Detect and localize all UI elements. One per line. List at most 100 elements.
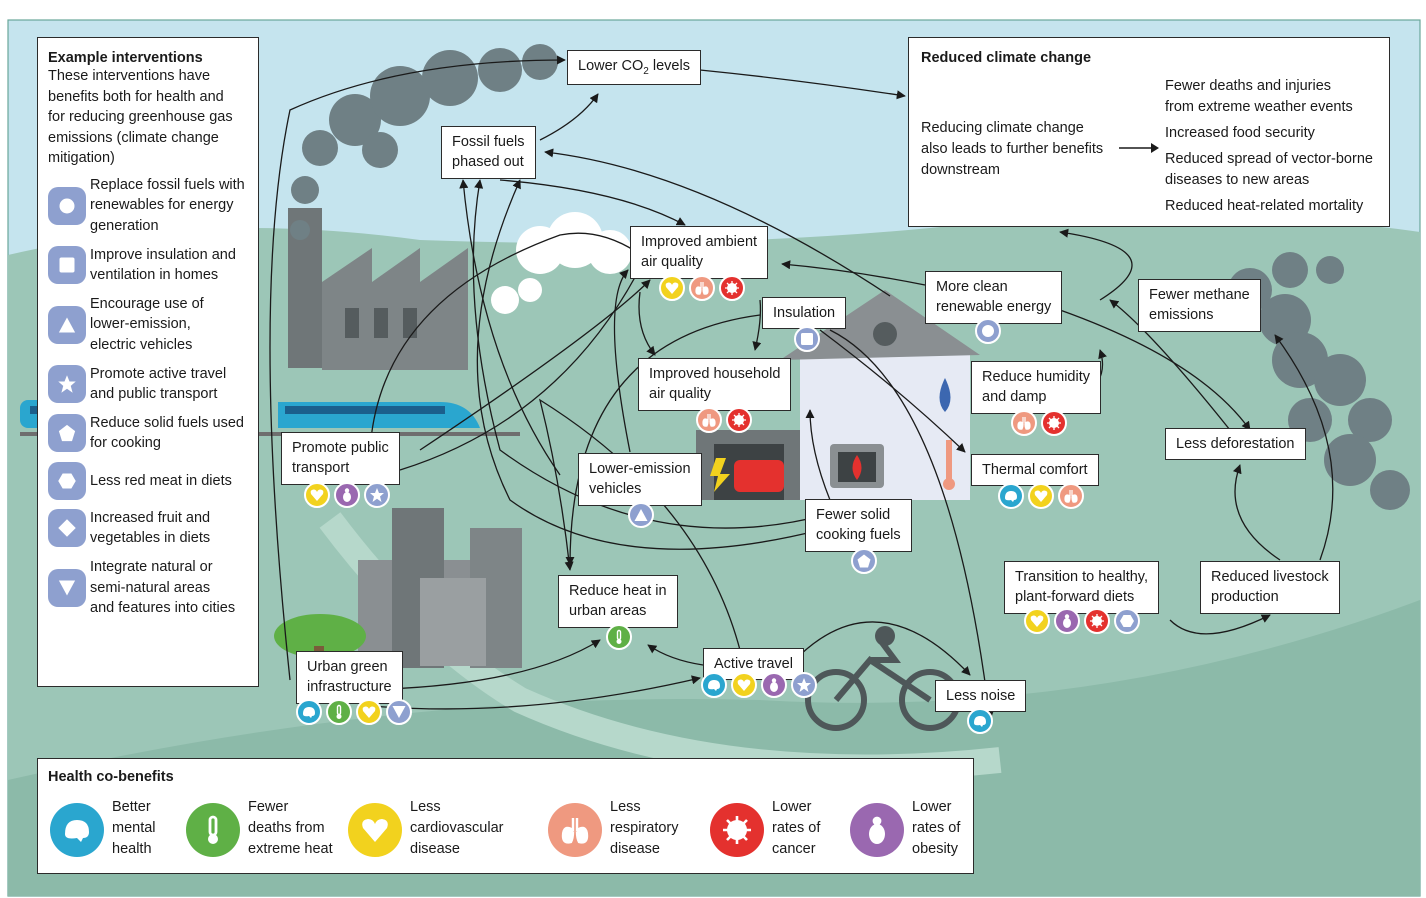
body-icon — [1054, 608, 1080, 634]
node-label-line: Lower-emission — [589, 461, 691, 477]
humidity-benefit-icons — [1011, 410, 1067, 436]
star-icon — [364, 482, 390, 508]
cobenefit-label-line: rates of — [772, 820, 821, 837]
node-label-line: emissions — [1149, 307, 1214, 324]
intervention-label-line: vegetables in diets — [90, 530, 211, 547]
cobenefit-label-line: obesity — [912, 841, 958, 858]
intervention-label-line: electric vehicles — [90, 336, 193, 353]
node-label-line: Fewer methane — [1149, 287, 1250, 303]
heart-icon — [659, 275, 685, 301]
lungs-icon — [696, 407, 722, 433]
heart-icon — [356, 699, 382, 725]
example-interventions-panel: Example interventions These intervention… — [37, 37, 259, 687]
node-label-line: More clean — [936, 279, 1008, 295]
intervention-item: Increased fruit and vegetables in diets — [48, 508, 248, 549]
cobenefit-label-line: disease — [410, 841, 460, 858]
heart-icon — [1024, 608, 1050, 634]
cancer-cell-icon — [710, 803, 764, 857]
vehicles-intervention-icon — [628, 502, 654, 528]
body-icon — [761, 672, 787, 698]
cobenefit-label-line: health — [112, 841, 152, 858]
brain-icon — [296, 699, 322, 725]
cobenefit-label-line: cardiovascular — [410, 820, 504, 837]
node-lower-co2: Lower CO2 levels — [567, 50, 701, 85]
cobenefit-label-line: extreme heat — [248, 841, 333, 858]
node-less-noise: Less noise — [935, 680, 1027, 713]
thermal-comfort-benefit-icons — [998, 483, 1084, 509]
intervention-label-line: ventilation in homes — [90, 267, 219, 284]
cobenefit-label-line: Less — [610, 799, 641, 815]
ambient-air-benefit-icons — [659, 275, 745, 301]
description-line: mitigation) — [48, 150, 115, 167]
solid-fuels-intervention-icon — [851, 548, 877, 574]
square-icon — [48, 246, 86, 285]
intervention-label-line: for cooking — [90, 435, 161, 452]
star-icon — [791, 672, 817, 698]
less-noise-benefit-icon — [967, 708, 993, 734]
pentagon-icon — [48, 414, 86, 453]
node-label-line: Fewer solid — [816, 507, 891, 523]
description-line: These interventions have — [48, 68, 211, 84]
node-label-line: vehicles — [589, 481, 642, 498]
node-label-line: production — [1211, 589, 1279, 606]
brain-icon — [967, 708, 993, 734]
heat-urban-benefit-icon — [606, 624, 632, 650]
inverted-triangle-icon — [386, 699, 412, 725]
node-label-line: Reduce humidity — [982, 369, 1090, 385]
node-label-line: Urban green — [307, 659, 388, 675]
node-label-line: Reduce heat in — [569, 583, 667, 599]
intervention-label-line: Promote active travel — [90, 365, 227, 382]
intervention-label-line: semi-natural areas — [90, 579, 211, 596]
reduced-climate-change-title: Reduced climate change — [921, 50, 1092, 66]
green-infrastructure-icons — [296, 699, 412, 725]
hexagon-icon — [1114, 608, 1140, 634]
cobenefit-label-line: respiratory — [610, 820, 679, 837]
cobenefit-label-line: deaths from — [248, 820, 325, 837]
cobenefit-label-line: mental — [112, 820, 156, 837]
body-icon — [850, 803, 904, 857]
description-line: for reducing greenhouse gas — [48, 109, 233, 126]
cobenefit-label: Less cardiovascular disease — [410, 797, 504, 860]
cobenefit-label-line: Lower — [772, 799, 812, 815]
downstream-benefit-line: from extreme weather events — [1165, 99, 1353, 116]
right-arrow-icon — [1119, 143, 1159, 153]
cancer-cell-icon — [1041, 410, 1067, 436]
node-label-line: Improved ambient — [641, 234, 758, 250]
thermometer-icon — [186, 803, 240, 857]
node-label-line: Insulation — [773, 305, 836, 321]
downstream-benefit: Increased food security — [1165, 123, 1373, 144]
node-label-line: cooking fuels — [816, 527, 901, 544]
cancer-cell-icon — [726, 407, 752, 433]
intervention-label-line: Increased fruit and — [90, 509, 211, 526]
cobenefit-label-line: rates of — [912, 820, 961, 837]
star-icon — [48, 365, 86, 404]
triangle-icon — [628, 502, 654, 528]
brain-icon — [701, 672, 727, 698]
cobenefit-label-line: Less — [410, 799, 441, 815]
public-transport-icons — [304, 482, 390, 508]
heart-icon — [348, 803, 402, 857]
